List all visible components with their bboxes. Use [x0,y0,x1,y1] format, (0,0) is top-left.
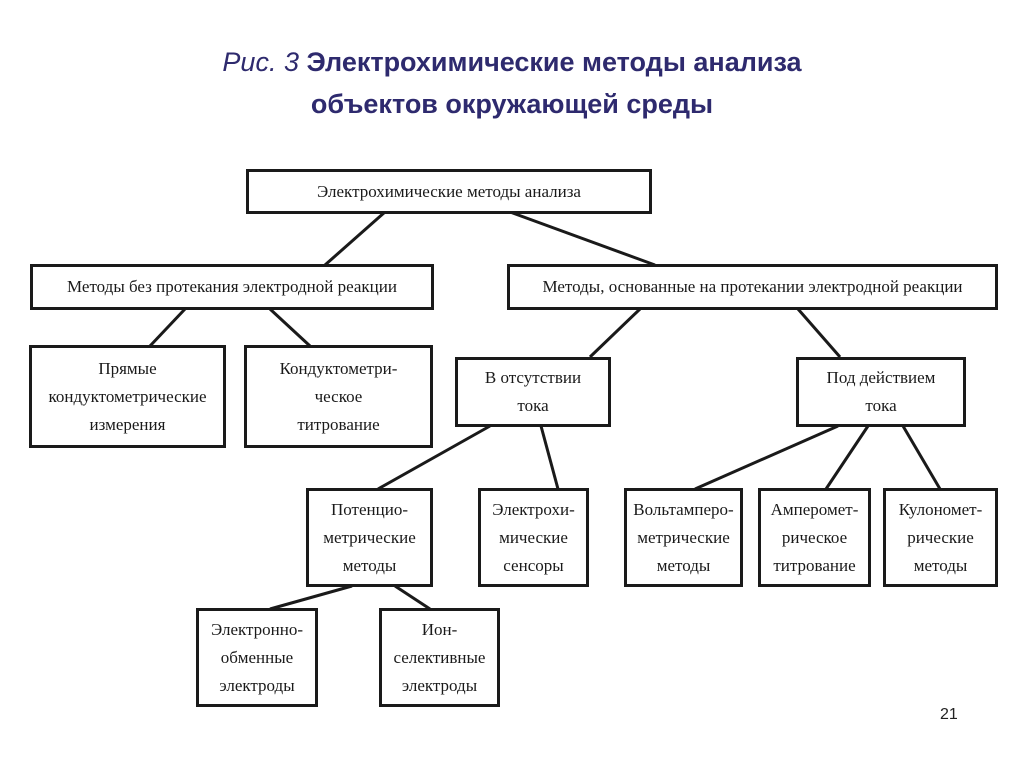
edge-root-with [509,210,656,267]
edge-potentio-ion [394,584,431,611]
edge-under-voltammetric [694,424,839,491]
figure-title-line-2: объектов окружающей среды [310,89,714,119]
node-coulometric: Кулономет- рические методы [883,488,998,587]
edge-under-amperometric [824,425,870,490]
node-ion-selective: Ион- селективные электроды [379,608,500,707]
edge-nocurrent-potentio [377,424,491,491]
node-direct-conductometry: Прямые кондуктометрические измерения [29,345,226,448]
figure-label: Рис. 3 [222,47,299,77]
figure-title-text: Электрохимические методы анализа [306,47,802,77]
node-amperometric-titration: Амперомет- рическое титрование [758,488,871,587]
edge-without-direct [148,307,187,348]
node-with-reaction: Методы, основанные на протекании электро… [507,264,998,310]
node-electron-exchange: Электронно- обменные электроды [196,608,318,707]
edge-nocurrent-sensors [539,425,560,490]
node-no-current: В отсутствии тока [455,357,611,427]
node-without-reaction: Методы без протекания электродной реакци… [30,264,434,310]
node-potentiometric: Потенцио- метрические методы [306,488,433,587]
figure-title-line-1: Рис. 3 Электрохимические методы анализа [0,42,1024,82]
node-root: Электрохимические методы анализа [246,169,652,214]
edge-under-coulometric [901,425,942,490]
edge-with-nocurrent [588,307,642,359]
node-voltammetric: Вольтамперо- метрические методы [624,488,743,587]
node-electrochemical-sensors: Электрохи- мические сенсоры [478,488,589,587]
edge-with-undercurrent [796,308,842,358]
node-conductometric-titration: Кондуктометри- ческое титрование [244,345,433,448]
node-under-current: Под действием тока [796,357,966,427]
page-number: 21 [940,706,958,723]
edge-potentio-electron [269,584,353,611]
edge-root-without [324,210,386,267]
edge-without-titration [268,307,312,348]
